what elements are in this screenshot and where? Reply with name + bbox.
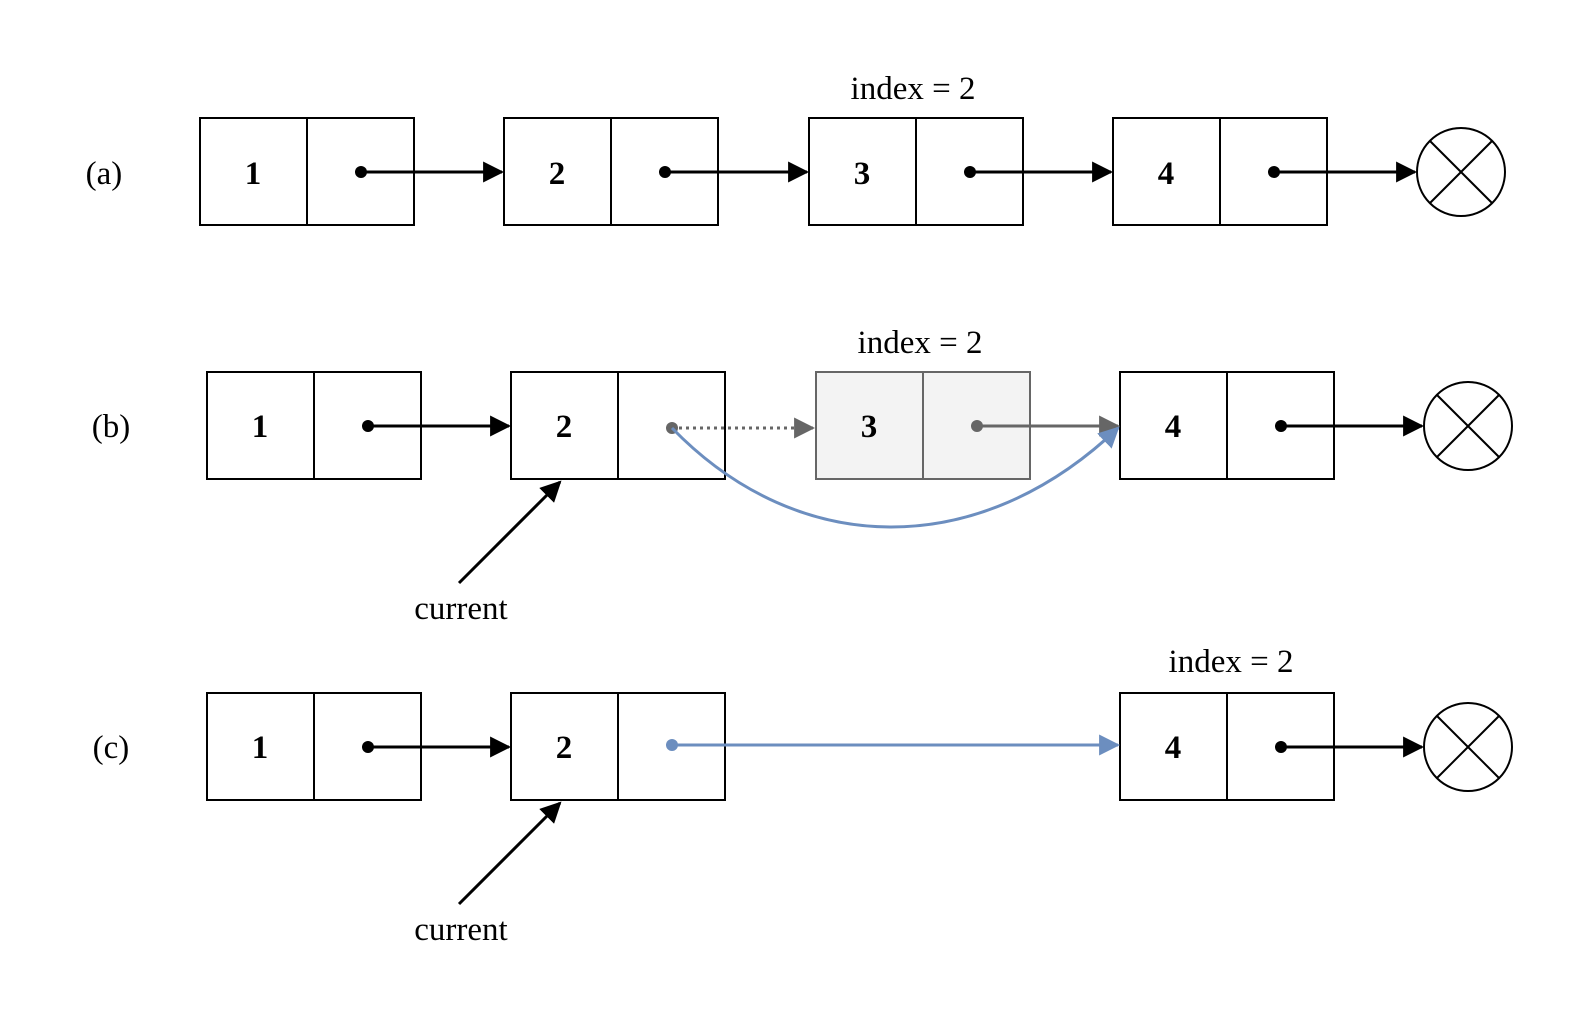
row-c-current-pointer: current xyxy=(414,801,562,948)
node-value: 4 xyxy=(1158,156,1175,192)
row-b-node-2: 2 xyxy=(510,371,726,480)
row-b-link-2-4-bypass xyxy=(670,426,1120,529)
row-c-label: (c) xyxy=(93,730,130,766)
row-a-node-1: 1 xyxy=(199,117,415,226)
row-b-link-4-null xyxy=(1275,415,1425,437)
row-c-current-label: current xyxy=(414,912,507,948)
row-b-label: (b) xyxy=(92,409,130,445)
row-b-link-3-4 xyxy=(971,415,1121,437)
node-value: 2 xyxy=(556,730,573,766)
node-value: 1 xyxy=(252,730,269,766)
value-cell xyxy=(206,371,315,480)
row-a-link-1-2 xyxy=(355,161,505,183)
row-a-link-2-3 xyxy=(659,161,810,183)
row-c-link-4-null xyxy=(1275,736,1425,758)
value-cell xyxy=(510,371,619,480)
value-cell xyxy=(199,117,308,226)
value-cell xyxy=(1112,117,1221,226)
row-a-index-label: index = 2 xyxy=(851,71,976,107)
node-value: 4 xyxy=(1165,730,1182,766)
value-cell xyxy=(1119,371,1228,480)
node-value: 2 xyxy=(556,409,573,445)
value-cell xyxy=(815,371,924,480)
row-b-link-1-2 xyxy=(362,415,512,437)
row-c-link-1-2 xyxy=(362,736,512,758)
node-value: 1 xyxy=(252,409,269,445)
node-value: 4 xyxy=(1165,409,1182,445)
value-cell xyxy=(206,692,315,801)
row-c-index-label: index = 2 xyxy=(1169,644,1294,680)
row-c-link-2-4 xyxy=(666,734,1121,756)
row-b-index-label: index = 2 xyxy=(858,325,983,361)
row-c: (c) index = 2 1 2 4 xyxy=(93,644,1513,948)
row-a-null-icon xyxy=(1416,127,1506,217)
node-value: 3 xyxy=(854,156,871,192)
row-a: (a) index = 2 1 2 3 4 xyxy=(86,71,1506,226)
row-c-null-icon xyxy=(1423,702,1513,792)
row-a-link-4-null xyxy=(1268,161,1418,183)
row-b-null-icon xyxy=(1423,381,1513,471)
row-a-label: (a) xyxy=(86,156,123,192)
row-b: (b) index = 2 1 2 3 4 xyxy=(92,325,1513,627)
row-b-current-pointer: current xyxy=(414,480,562,627)
value-cell xyxy=(1119,692,1228,801)
node-value: 1 xyxy=(245,156,262,192)
value-cell xyxy=(808,117,917,226)
node-value: 2 xyxy=(549,156,566,192)
node-value: 3 xyxy=(861,409,878,445)
row-a-link-3-4 xyxy=(964,161,1114,183)
row-b-current-label: current xyxy=(414,591,507,627)
